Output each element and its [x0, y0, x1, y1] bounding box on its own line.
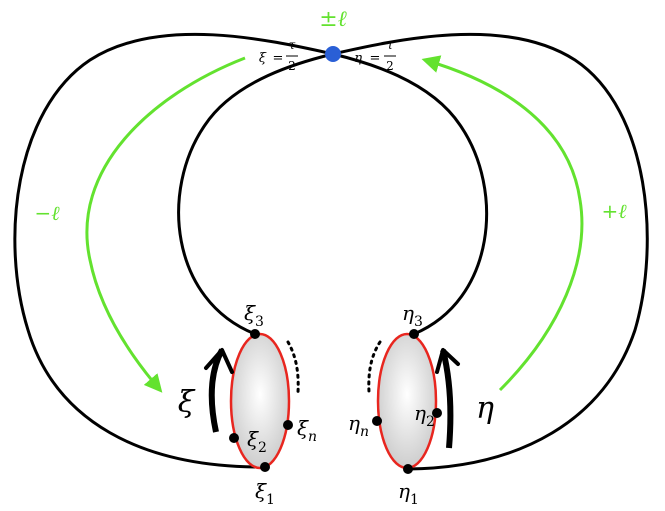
xi-3-label: ξ3: [244, 301, 264, 330]
svg-text:=: =: [273, 51, 284, 66]
svg-text:τ: τ: [289, 38, 296, 52]
xi-1-point: [260, 462, 270, 472]
eta-loop: [376, 332, 438, 470]
eta-2-label: η2: [414, 401, 435, 430]
xi-2-point: [229, 433, 239, 443]
svg-text:=: =: [370, 51, 381, 66]
left-green-arrow: [85, 56, 246, 393]
right-green-arrow: [421, 55, 584, 392]
svg-text:2: 2: [288, 59, 296, 73]
eta-3-point: [409, 329, 419, 339]
xi-1-label: ξ1: [255, 479, 275, 508]
svg-text:η: η: [354, 51, 362, 66]
eta-orientation-arrow: [435, 348, 460, 449]
xi-n-point: [283, 420, 293, 430]
svg-text:τ: τ: [387, 38, 394, 52]
xi-dotted-arc: [286, 340, 300, 394]
top-node-label: ±ℓ: [319, 7, 347, 32]
eta-3-label: η3: [402, 301, 423, 330]
top-node: [325, 46, 341, 62]
xi-3-point: [250, 329, 260, 339]
svg-text:2: 2: [386, 59, 394, 73]
xi-2-label: ξ2: [247, 427, 267, 456]
plus-ell-label: +ℓ: [601, 199, 627, 223]
xi-n-label: ξn: [297, 416, 317, 445]
xi-orientation-label: ξ: [178, 385, 196, 420]
eta-half-equation: η = τ 2: [354, 38, 396, 73]
minus-ell-label: −ℓ: [34, 201, 60, 225]
eta-n-point: [372, 416, 382, 426]
xi-orientation-arrow: [204, 348, 234, 433]
eta-n-label: ηn: [348, 411, 369, 440]
eta-2-point: [432, 408, 442, 418]
inner-curve: [177, 52, 488, 336]
svg-text:ξ: ξ: [259, 51, 267, 66]
xi-half-equation: ξ = τ 2: [259, 38, 298, 73]
eta-1-label: η1: [398, 479, 419, 508]
eta-orientation-label: η: [476, 391, 494, 426]
eta-1-point: [403, 464, 413, 474]
outer-curve: [13, 32, 649, 471]
